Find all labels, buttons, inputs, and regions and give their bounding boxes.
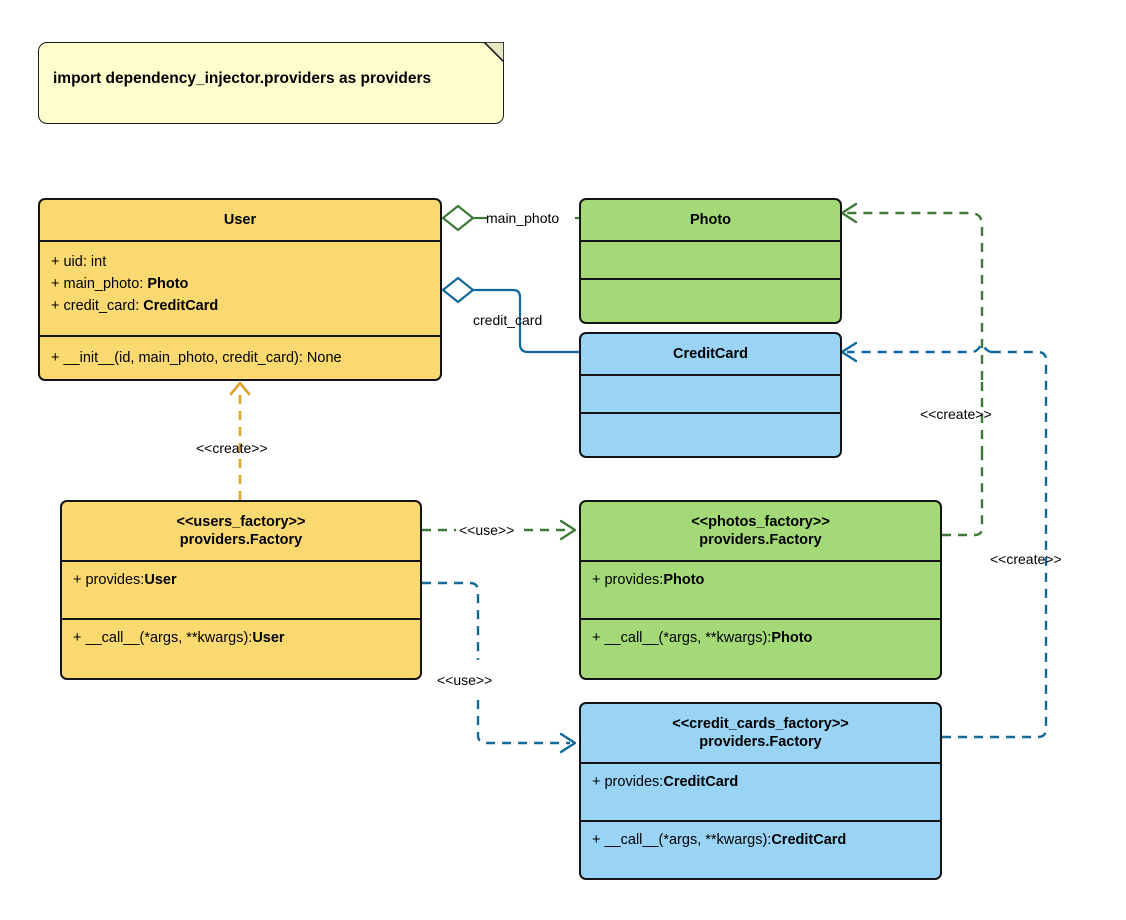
attribute-provides-type-credit-cards-factory: CreditCard	[663, 774, 739, 790]
note-import: import dependency_injector.providers as …	[38, 42, 504, 124]
class-methods-photos-factory: + __call__(*args, **kwargs): Photo	[581, 618, 940, 678]
method-call-type-photos-factory: Photo	[771, 630, 813, 646]
note-text: import dependency_injector.providers as …	[53, 70, 432, 87]
class-box-photos-factory[interactable]: <<photos_factory>> providers.Factory + p…	[579, 500, 942, 680]
class-title-credit-cards-factory: <<credit_cards_factory>> providers.Facto…	[581, 704, 940, 762]
edge-photos-factory-creates-photo	[840, 202, 984, 537]
attribute-provides-label-photos-factory: + provides:	[592, 572, 664, 588]
class-name-user: User	[223, 212, 257, 228]
method-call-credit-cards-factory: + __call__(*args, **kwargs): CreditCard	[581, 822, 940, 850]
method-init-user: + __init__(id, main_photo, credit_card):…	[51, 349, 342, 366]
attribute-provides-photos-factory: + provides: Photo	[581, 562, 940, 590]
class-attributes-photos-factory: + provides: Photo	[581, 560, 940, 618]
method-call-users-factory: + __call__(*args, **kwargs): User	[62, 620, 420, 648]
class-attributes-users-factory: + provides: User	[62, 560, 420, 618]
class-attributes-credit-card	[581, 374, 840, 412]
edge-label-use-credit-cards-factory: <<use>>	[437, 672, 493, 688]
edge-label-create-user: <<create>>	[196, 440, 268, 456]
class-attributes-credit-cards-factory: + provides: CreditCard	[581, 762, 940, 820]
edge-label-credit-card: credit_card	[473, 312, 543, 328]
attribute-credit-card-type: CreditCard	[143, 298, 219, 314]
class-methods-users-factory: + __call__(*args, **kwargs): User	[62, 618, 420, 678]
attribute-provides-type-photos-factory: Photo	[663, 572, 705, 588]
class-name-credit-cards-factory: providers.Factory	[699, 734, 822, 750]
class-box-user[interactable]: User + uid: int + main_photo: Photo + cr…	[38, 198, 442, 381]
attribute-provides-users-factory: + provides: User	[62, 562, 420, 590]
class-title-users-factory: <<users_factory>> providers.Factory	[62, 502, 420, 560]
class-methods-user: + __init__(id, main_photo, credit_card):…	[40, 335, 440, 379]
class-title-user: User	[40, 200, 440, 240]
edge-label-main-photo: main_photo	[486, 210, 560, 226]
class-stereotype-credit-cards-factory: <<credit_cards_factory>>	[672, 716, 849, 732]
class-stereotype-photos-factory: <<photos_factory>>	[691, 514, 830, 530]
class-stereotype-users-factory: <<users_factory>>	[176, 514, 306, 530]
attribute-list-user: + uid: int + main_photo: Photo + credit_…	[40, 242, 440, 317]
method-call-label-photos-factory: + __call__(*args, **kwargs):	[592, 630, 772, 646]
edge-users-factory-uses-credit-cards-factory	[422, 581, 577, 754]
class-name-photos-factory: providers.Factory	[699, 532, 822, 548]
attribute-provides-credit-cards-factory: + provides: CreditCard	[581, 764, 940, 792]
attribute-provides-type-users-factory: User	[144, 572, 177, 588]
class-name-users-factory: providers.Factory	[179, 532, 303, 548]
class-box-photo[interactable]: Photo	[579, 198, 842, 324]
edge-label-create-photo: <<create>>	[920, 406, 992, 422]
method-call-label-credit-cards-factory: + __call__(*args, **kwargs):	[592, 832, 772, 848]
class-box-users-factory[interactable]: <<users_factory>> providers.Factory + pr…	[60, 500, 422, 680]
attribute-credit-card: + credit_card: CreditCard	[51, 298, 219, 314]
class-attributes-user: + uid: int + main_photo: Photo + credit_…	[40, 240, 440, 335]
class-title-photos-factory: <<photos_factory>> providers.Factory	[581, 502, 940, 560]
class-attributes-photo	[581, 240, 840, 278]
note-fold-corner-icon	[484, 42, 504, 62]
class-name-credit-card: CreditCard	[673, 346, 748, 362]
attribute-uid: + uid: int	[51, 254, 107, 270]
attribute-main-photo-type: Photo	[147, 276, 189, 292]
attribute-provides-label-users-factory: + provides:	[73, 572, 145, 588]
edge-label-create-credit-card: <<create>>	[990, 551, 1062, 567]
method-call-label-users-factory: + __call__(*args, **kwargs):	[73, 630, 253, 646]
attribute-provides-label-credit-cards-factory: + provides:	[592, 774, 664, 790]
class-title-photo: Photo	[581, 200, 840, 240]
class-methods-credit-card	[581, 412, 840, 456]
class-methods-credit-cards-factory: + __call__(*args, **kwargs): CreditCard	[581, 820, 940, 878]
attribute-main-photo: + main_photo: Photo	[51, 276, 189, 292]
method-call-type-users-factory: User	[252, 630, 285, 646]
method-call-photos-factory: + __call__(*args, **kwargs): Photo	[581, 620, 940, 648]
class-box-credit-card[interactable]: CreditCard	[579, 332, 842, 458]
class-methods-photo	[581, 278, 840, 322]
edge-label-use-photos-factory: <<use>>	[459, 522, 515, 538]
class-name-photo: Photo	[689, 212, 732, 228]
method-call-type-credit-cards-factory: CreditCard	[771, 832, 847, 848]
class-title-credit-card: CreditCard	[581, 334, 840, 374]
class-box-credit-cards-factory[interactable]: <<credit_cards_factory>> providers.Facto…	[579, 702, 942, 880]
